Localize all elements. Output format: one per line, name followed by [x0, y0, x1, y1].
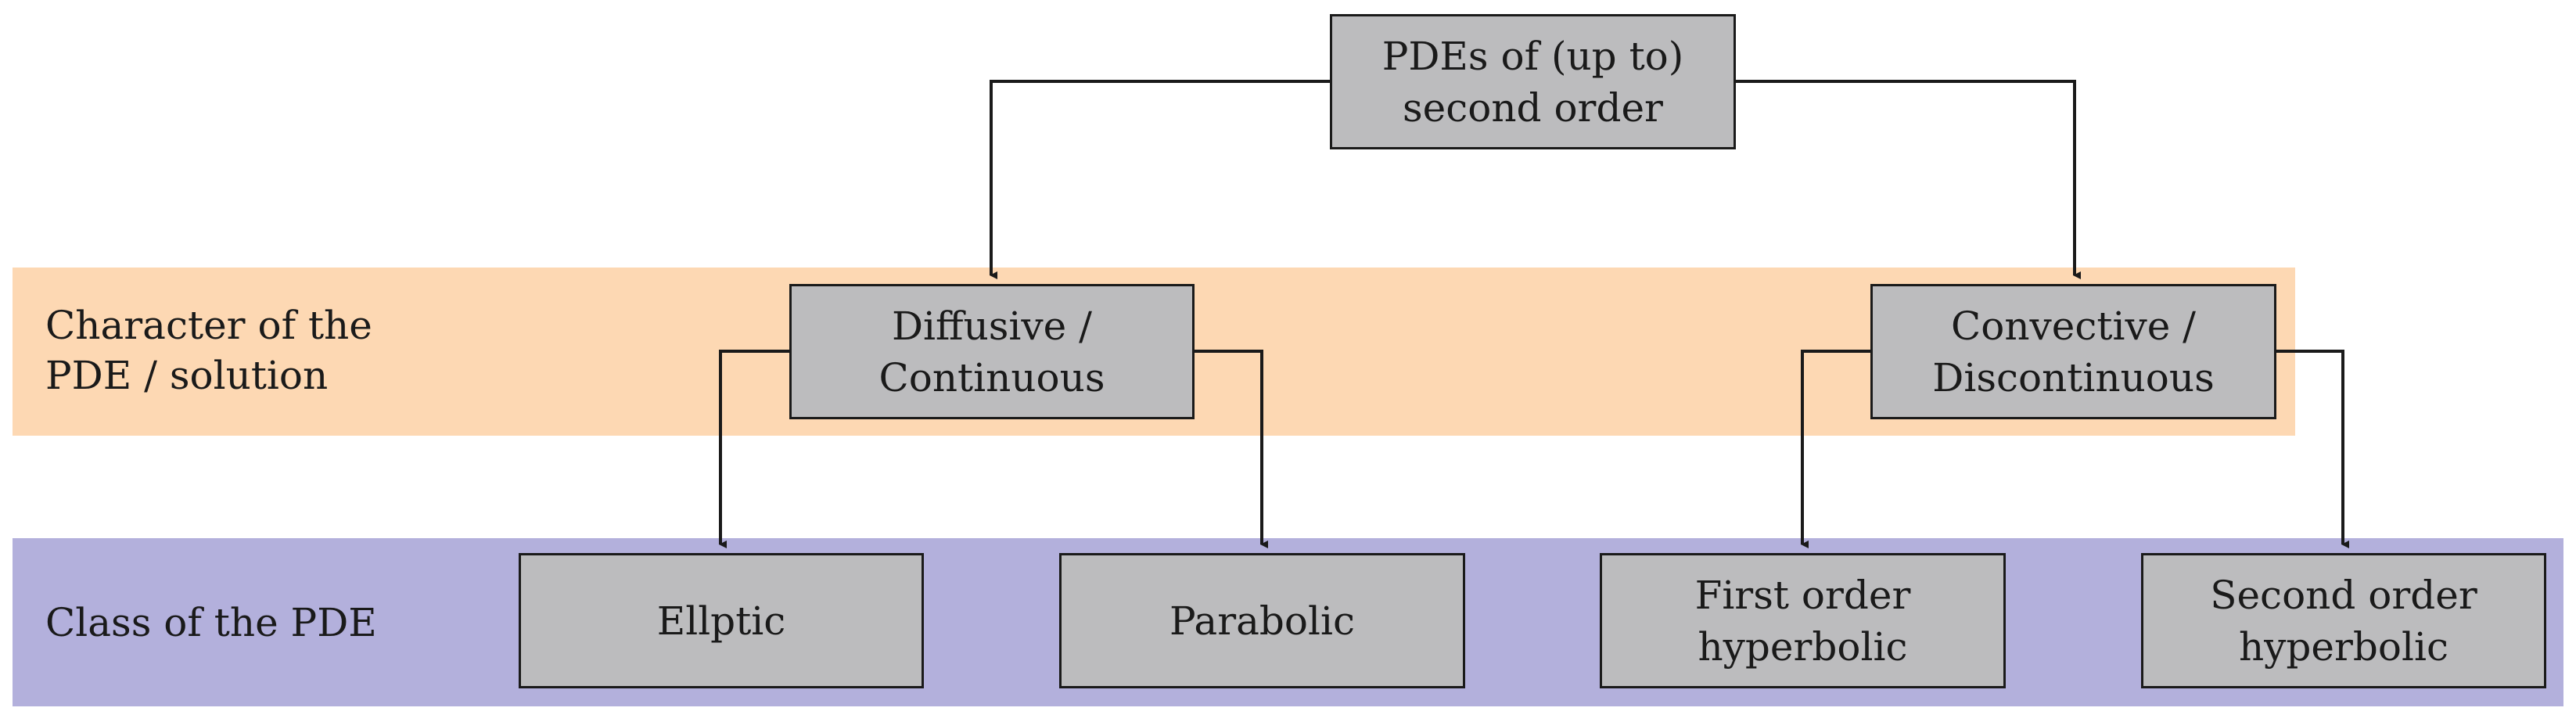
character-band-label: Character of the PDE / solution	[45, 303, 372, 398]
edge-root-convective	[1736, 80, 2081, 279]
second-order-hyperbolic-node-label: Second order hyperbolic	[2210, 572, 2477, 670]
convective-node-label: Convective / Discontinuous	[1932, 303, 2215, 401]
root-node-label: PDEs of (up to) second order	[1381, 33, 1684, 131]
parabolic-node: Parabolic	[1059, 553, 1465, 688]
first-order-hyperbolic-node: First order hyperbolic	[1600, 553, 2006, 688]
diffusive-node-label: Diffusive / Continuous	[878, 303, 1105, 401]
elliptic-node: Ellptic	[519, 553, 924, 688]
convective-node: Convective / Discontinuous	[1870, 284, 2276, 419]
parabolic-node-label: Parabolic	[1169, 598, 1355, 644]
first-order-hyperbolic-node-label: First order hyperbolic	[1694, 572, 1911, 670]
second-order-hyperbolic-node: Second order hyperbolic	[2141, 553, 2546, 688]
diffusive-node: Diffusive / Continuous	[789, 284, 1195, 419]
root-node: PDEs of (up to) second order	[1330, 14, 1736, 149]
edge-root-diffusive	[990, 80, 1330, 279]
class-band-label: Class of the PDE	[45, 600, 377, 645]
elliptic-node-label: Ellptic	[656, 598, 786, 644]
